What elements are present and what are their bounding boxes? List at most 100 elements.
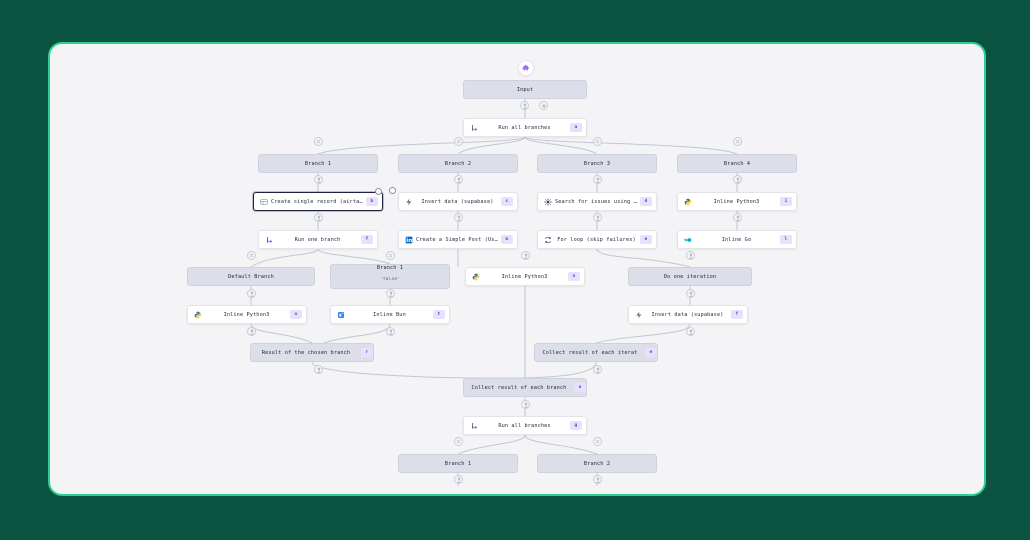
- connector-button-branch-node[interactable]: [521, 251, 530, 260]
- workflow-node-supabase-1[interactable]: Insert data (supabase)c: [398, 192, 518, 211]
- node-resize-handle[interactable]: [375, 188, 382, 195]
- node-label: Default Branch: [228, 273, 274, 280]
- workflow-node-branch-1[interactable]: Branch 1: [258, 154, 378, 173]
- workflow-node-for-loop[interactable]: For loop (skip failures)e: [537, 230, 657, 249]
- connector-button-branch-node[interactable]: [454, 213, 463, 222]
- node-badge: o: [290, 310, 302, 319]
- node-badge: l: [780, 235, 792, 244]
- node-label: Branch 3: [583, 160, 611, 167]
- workflow-node-input[interactable]: Input: [463, 80, 587, 99]
- connector-button-x[interactable]: [454, 437, 463, 446]
- connector-button-x[interactable]: [454, 137, 463, 146]
- connector-button-branch-node[interactable]: [686, 251, 695, 260]
- node-label: Branch 4: [723, 160, 751, 167]
- node-label: Branch 2: [583, 460, 611, 467]
- connector-button-x[interactable]: [386, 251, 395, 260]
- workflow-node-linkedin[interactable]: Create a Simple Post (User) (...m: [398, 230, 518, 249]
- connector-button-plus[interactable]: [539, 101, 548, 110]
- node-badge: c: [501, 197, 513, 206]
- node-label: Insert data (supabase): [651, 311, 724, 318]
- workflow-node-airtable[interactable]: Create single record (airtable)b: [253, 192, 383, 211]
- connector-button-branch-node[interactable]: [733, 213, 742, 222]
- edge: [524, 361, 597, 379]
- workflow-node-branch-4[interactable]: Branch 4: [677, 154, 797, 173]
- edge: [596, 248, 691, 268]
- python-icon: [682, 196, 693, 207]
- workflow-node-branch-b1[interactable]: Branch 1: [398, 454, 518, 473]
- connector-button-branch-node[interactable]: [593, 175, 602, 184]
- connector-button-branch-node[interactable]: [733, 175, 742, 184]
- node-label: For loop (skip failures): [557, 236, 636, 243]
- node-label: Run all branches: [498, 124, 551, 131]
- workflow-node-python-2[interactable]: Inline Python3 n: [465, 267, 585, 286]
- edge: [457, 434, 526, 455]
- connector-button-x[interactable]: [593, 137, 602, 146]
- node-connect-handle[interactable]: [389, 187, 396, 194]
- connector-button-branch-node[interactable]: [593, 475, 602, 484]
- python-icon: [192, 309, 203, 320]
- node-label: Search for issues using JQL (...: [555, 198, 640, 205]
- node-badge: e: [645, 348, 657, 357]
- node-badge: f: [731, 310, 743, 319]
- node-label: Inline Python3: [501, 273, 548, 280]
- node-badge: n: [568, 272, 580, 281]
- connector-button-x[interactable]: [247, 251, 256, 260]
- workflow-node-jira[interactable]: Search for issues using JQL (...d: [537, 192, 657, 211]
- connector-button-branch-node[interactable]: [520, 101, 529, 110]
- connector-button-branch-node[interactable]: [247, 289, 256, 298]
- connector-button-branch-node[interactable]: [314, 213, 323, 222]
- connector-button-branch-node[interactable]: [386, 327, 395, 336]
- node-label: Inline Python3: [223, 311, 270, 318]
- workflow-node-supabase-2[interactable]: Insert data (supabase) f: [628, 305, 748, 324]
- workflow-node-branch-b2[interactable]: Branch 2: [537, 454, 657, 473]
- connector-button-x[interactable]: [733, 137, 742, 146]
- connector-button-branch-node[interactable]: [314, 365, 323, 374]
- node-label: Branch 1: [444, 460, 472, 467]
- connector-button-branch-node[interactable]: [593, 365, 602, 374]
- node-badge: g: [570, 421, 582, 430]
- workflow-node-do-one-iteration[interactable]: Do one iteration: [628, 267, 752, 286]
- edge: [524, 434, 598, 455]
- workflow-node-python-3[interactable]: Inline Python3 o: [187, 305, 307, 324]
- workflow-node-branch-2[interactable]: Branch 2: [398, 154, 518, 173]
- connector-button-branch-node[interactable]: [521, 400, 530, 409]
- branch-all-icon: [468, 420, 479, 431]
- edge: [457, 136, 526, 155]
- node-label: Inline Go: [721, 236, 752, 243]
- connector-button-branch-node[interactable]: [686, 289, 695, 298]
- node-label: Create a Simple Post (User) (...: [416, 236, 501, 243]
- connector-button-branch-node[interactable]: [593, 213, 602, 222]
- node-badge: a: [574, 383, 586, 392]
- script-puzzle-icon: [518, 60, 534, 76]
- connector-button-x[interactable]: [314, 137, 323, 146]
- connector-button-branch-node[interactable]: [454, 475, 463, 484]
- connector-button-branch-node[interactable]: [314, 175, 323, 184]
- node-label: Inline Python3: [713, 198, 760, 205]
- connector-button-branch-node[interactable]: [247, 327, 256, 336]
- workflow-node-inline-go[interactable]: Inline Go l: [677, 230, 797, 249]
- connector-button-branch-node[interactable]: [686, 327, 695, 336]
- connector-button-branch-node[interactable]: [386, 289, 395, 298]
- node-label: Create single record (airtable): [271, 198, 366, 205]
- connector-button-branch-node[interactable]: [454, 175, 463, 184]
- node-badge: b: [366, 197, 378, 206]
- workflow-node-default-branch[interactable]: Default Branch: [187, 267, 315, 286]
- workflow-node-branch-3[interactable]: Branch 3: [537, 154, 657, 173]
- python-icon: [470, 271, 481, 282]
- edge: [250, 323, 313, 344]
- workflow-node-branch-1-false[interactable]: Branch 1'false': [330, 264, 450, 289]
- edge: [524, 136, 738, 155]
- node-label: Branch 2: [444, 160, 472, 167]
- connector-button-x[interactable]: [593, 437, 602, 446]
- node-label: Input: [516, 86, 534, 93]
